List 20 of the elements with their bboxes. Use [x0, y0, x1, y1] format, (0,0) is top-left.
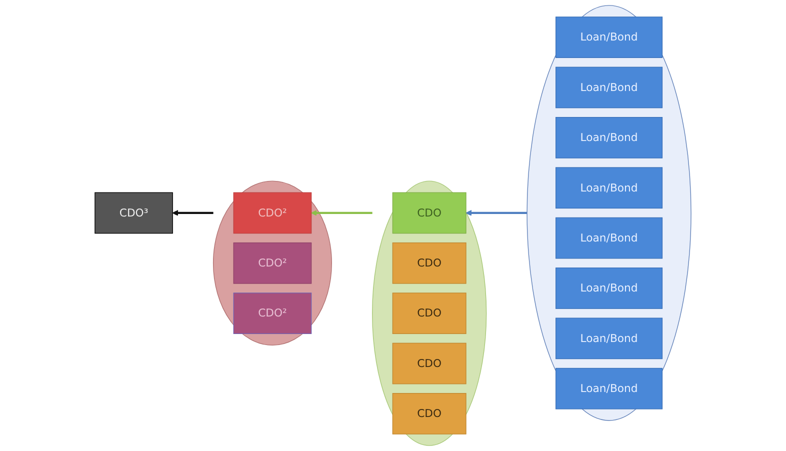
- arrow: [311, 210, 372, 216]
- arrow: [172, 210, 214, 216]
- node-box: CDO: [392, 292, 466, 334]
- node-box: CDO: [392, 393, 466, 434]
- node-box: Loan/Bond: [556, 167, 663, 209]
- node-box: Loan/Bond: [556, 268, 663, 309]
- node-box: CDO³: [94, 192, 173, 234]
- node-box: Loan/Bond: [556, 117, 663, 158]
- node-box: Loan/Bond: [556, 318, 663, 360]
- arrow: [466, 210, 528, 216]
- node-box: CDO: [392, 192, 466, 234]
- node-box: CDO²: [233, 192, 312, 234]
- node-box: CDO: [392, 242, 466, 284]
- node-box: CDO: [392, 342, 466, 384]
- node-box: CDO²: [233, 292, 312, 334]
- node-box: Loan/Bond: [556, 217, 663, 259]
- node-box: Loan/Bond: [556, 16, 663, 58]
- node-box: Loan/Bond: [556, 66, 663, 108]
- node-box: CDO²: [233, 242, 312, 284]
- node-box: Loan/Bond: [556, 368, 663, 410]
